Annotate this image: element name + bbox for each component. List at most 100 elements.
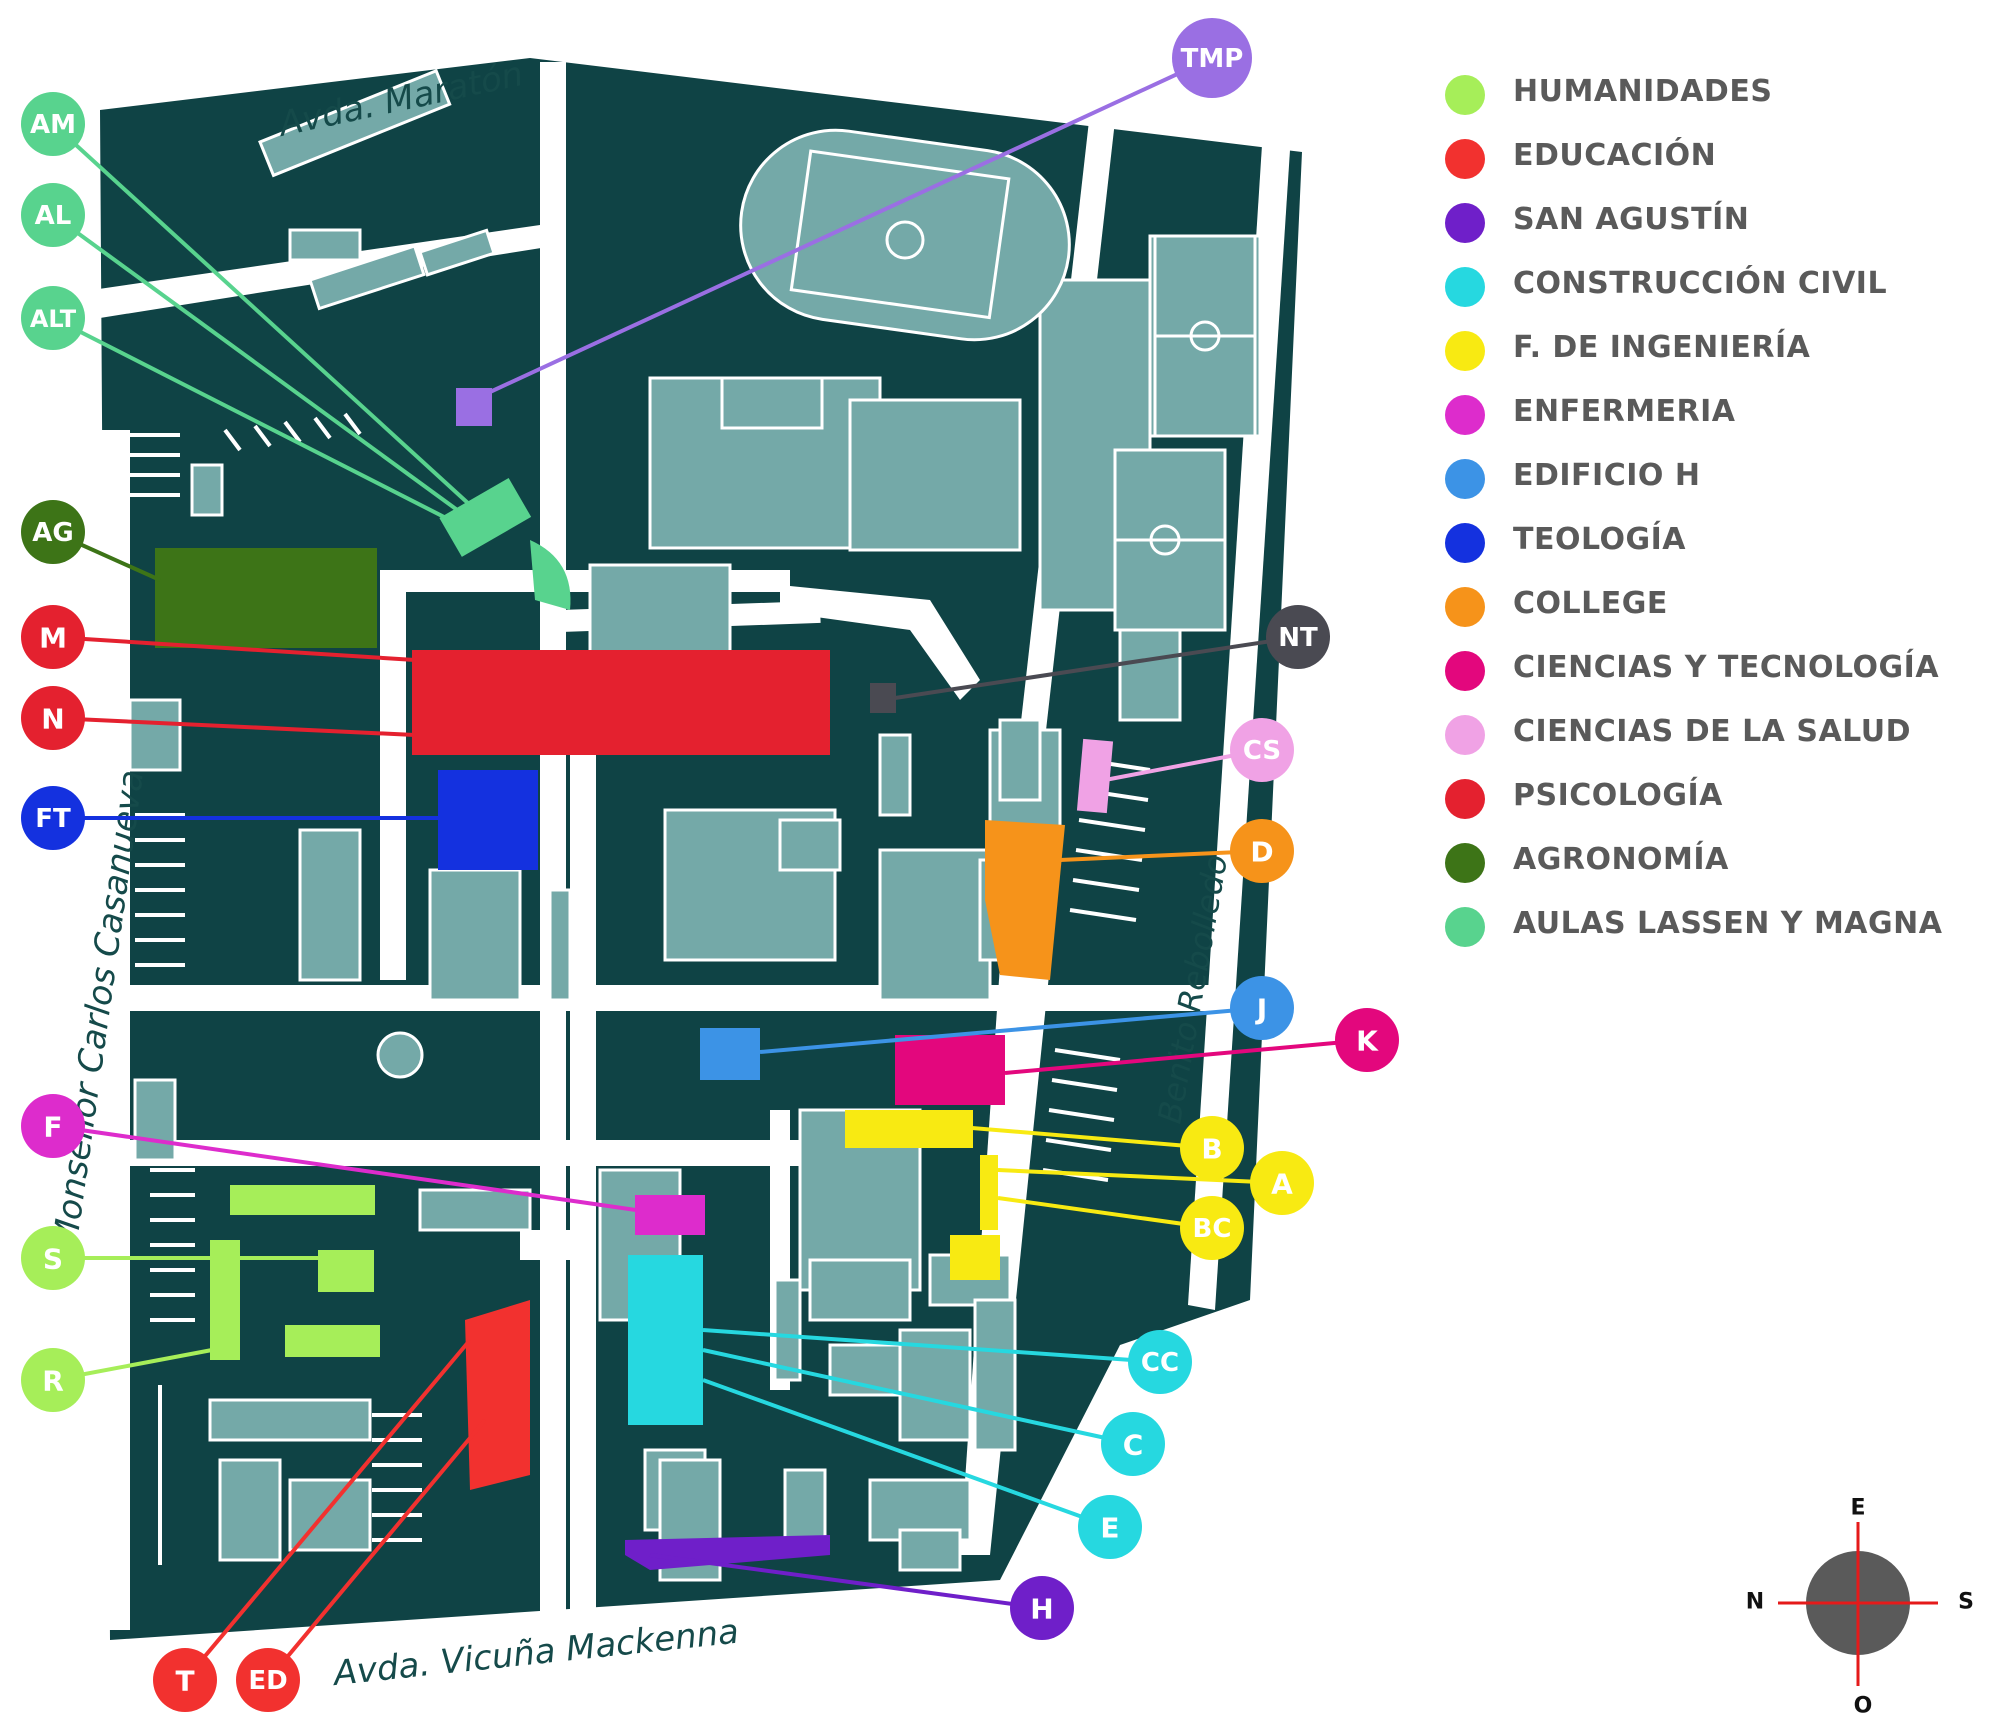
compass-south: S — [1958, 1590, 1974, 1615]
badge-am[interactable]: AM — [21, 92, 85, 156]
legend-color-dot — [1445, 907, 1485, 947]
legend-color-dot — [1445, 843, 1485, 883]
badge-circle — [1250, 1151, 1314, 1215]
legend: HUMANIDADES EDUCACIÓN SAN AGUSTÍN CONSTRUCC… — [1445, 66, 1985, 962]
building-alt — [530, 540, 571, 610]
badge-label: S — [43, 1243, 63, 1276]
badge-a[interactable]: A — [1250, 1151, 1314, 1215]
legend-color-dot — [1445, 587, 1485, 627]
badge-label: ED — [248, 1666, 287, 1696]
legend-color-dot — [1445, 75, 1485, 115]
badge-label: CS — [1243, 736, 1281, 766]
legend-item: SAN AGUSTÍN — [1445, 194, 1985, 258]
badge-cs[interactable]: CS — [1230, 718, 1294, 782]
badge-circle — [21, 1348, 85, 1412]
badge-label: AM — [30, 110, 76, 140]
legend-item: CIENCIAS DE LA SALUD — [1445, 706, 1985, 770]
badge-circle — [1180, 1116, 1244, 1180]
leader-line-k — [1004, 1038, 1368, 1075]
badge-bc[interactable]: BC — [1180, 1196, 1244, 1260]
legend-color-dot — [1445, 523, 1485, 563]
legend-item: COLLEGE — [1445, 578, 1985, 642]
badge-alt[interactable]: ALT — [21, 286, 85, 350]
badge-label: B — [1201, 1133, 1222, 1166]
badge-label: ALT — [30, 305, 77, 333]
leader-line-b — [971, 1126, 1213, 1150]
badge-d[interactable]: D — [1230, 819, 1294, 883]
compass-west: O — [1854, 1694, 1873, 1719]
badge-circle — [21, 92, 85, 156]
building-tmp — [456, 388, 492, 426]
legend-color-dot — [1445, 459, 1485, 499]
legend-label: CONSTRUCCIÓN CIVIL — [1513, 266, 1888, 301]
compass-east: E — [1850, 1496, 1865, 1521]
badge-h[interactable]: H — [1010, 1576, 1074, 1640]
badge-label: T — [175, 1665, 194, 1698]
badge-ag[interactable]: AG — [21, 500, 85, 564]
badge-label: NT — [1278, 623, 1318, 653]
badge-tmp[interactable]: TMP — [1172, 18, 1252, 98]
badge-f[interactable]: F — [21, 1094, 85, 1158]
faculty-buildings — [155, 388, 1114, 1570]
badge-ft[interactable]: FT — [21, 786, 85, 850]
badge-circle — [21, 1094, 85, 1158]
leader-line-cc — [702, 1328, 1161, 1364]
legend-label: CIENCIAS DE LA SALUD — [1513, 714, 1911, 749]
building-hum-r — [285, 1325, 380, 1357]
badge-cc[interactable]: CC — [1128, 1330, 1192, 1394]
badge-al[interactable]: AL — [21, 183, 85, 247]
leader-line-nt — [894, 635, 1299, 700]
leader-line-ed — [266, 1418, 487, 1682]
legend-label: TEOLOGÍA — [1513, 522, 1687, 557]
badge-circle — [21, 605, 85, 669]
leader-line-tmp — [489, 56, 1213, 394]
building-hum-s — [318, 1250, 374, 1292]
badge-circle — [1266, 605, 1330, 669]
badge-label: C — [1123, 1429, 1144, 1462]
badge-b[interactable]: B — [1180, 1116, 1244, 1180]
badge-r[interactable]: R — [21, 1348, 85, 1412]
badge-e[interactable]: E — [1078, 1495, 1142, 1559]
badge-circle — [1078, 1495, 1142, 1559]
leader-line-f — [52, 1124, 637, 1212]
badge-label: M — [39, 622, 67, 655]
badge-circle — [1128, 1330, 1192, 1394]
badge-k[interactable]: K — [1335, 1008, 1399, 1072]
leader-lines — [51, 56, 1368, 1682]
building-d — [985, 820, 1065, 980]
leader-line-bc — [997, 1196, 1213, 1230]
building-k — [895, 1035, 1005, 1105]
badge-circle — [21, 286, 85, 350]
badge-circle — [21, 1226, 85, 1290]
badge-c[interactable]: C — [1101, 1412, 1165, 1476]
badge-label: FT — [35, 804, 71, 834]
building-hum-top — [230, 1185, 375, 1215]
compass-rose: N S E O — [1746, 1496, 1974, 1719]
legend-color-dot — [1445, 267, 1485, 307]
compass-north: N — [1746, 1590, 1764, 1615]
badge-nt[interactable]: NT — [1266, 605, 1330, 669]
badge-label: CC — [1141, 1348, 1179, 1378]
building-f — [635, 1195, 705, 1235]
building-am-al — [439, 477, 532, 557]
legend-label: HUMANIDADES — [1513, 74, 1773, 109]
building-ft — [438, 770, 538, 870]
legend-color-dot — [1445, 331, 1485, 371]
badge-circle — [21, 500, 85, 564]
legend-label: CIENCIAS Y TECNOLOGÍA — [1513, 650, 1940, 685]
badge-circle — [1180, 1196, 1244, 1260]
leader-line-alt — [52, 316, 451, 522]
leader-line-t — [183, 1338, 472, 1682]
legend-item: F. DE INGENIERÍA — [1445, 322, 1985, 386]
legend-label: EDUCACIÓN — [1513, 138, 1717, 173]
badge-label: A — [1271, 1168, 1293, 1201]
badge-t[interactable]: T — [153, 1648, 217, 1712]
badge-m[interactable]: M — [21, 605, 85, 669]
badge-j[interactable]: J — [1230, 976, 1294, 1040]
badge-label: R — [42, 1365, 64, 1398]
legend-label: SAN AGUSTÍN — [1513, 202, 1750, 237]
badge-ed[interactable]: ED — [236, 1648, 300, 1712]
badge-n[interactable]: N — [21, 686, 85, 750]
badge-s[interactable]: S — [21, 1226, 85, 1290]
badge-label: AG — [32, 518, 73, 548]
